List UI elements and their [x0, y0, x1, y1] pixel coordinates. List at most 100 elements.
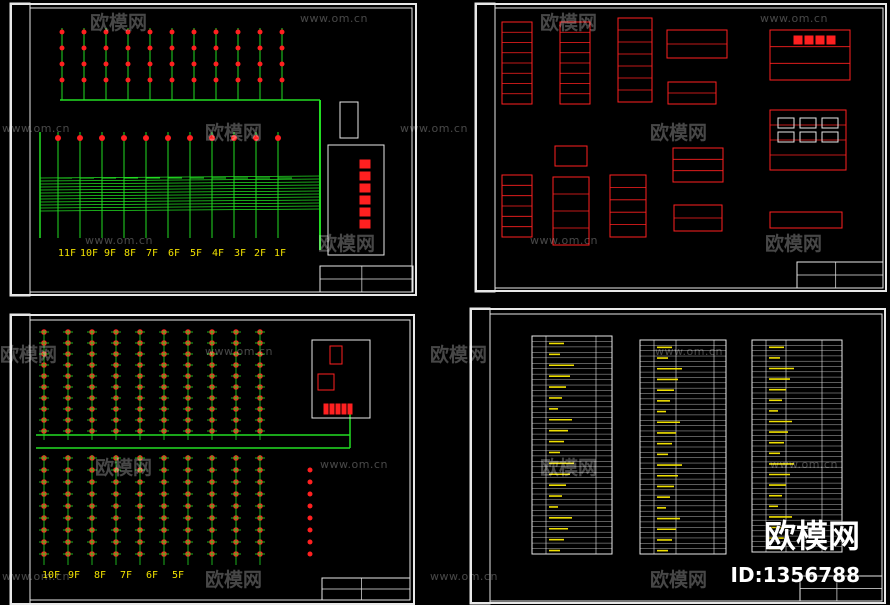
sheet-top-left: [10, 3, 417, 296]
device-symbol: [275, 135, 281, 141]
floor-label: 10F: [80, 248, 99, 259]
device-symbol: [59, 61, 65, 67]
panel-outline: [311, 339, 371, 419]
floor-label: 8F: [124, 248, 137, 259]
device-symbol: [125, 77, 131, 83]
floor-label: 5F: [172, 570, 185, 581]
breaker-symbol: [359, 207, 371, 217]
floor-label: 7F: [146, 248, 159, 259]
floor-label: 5F: [190, 248, 203, 259]
device-symbol: [125, 29, 131, 35]
binding-strip: [9, 2, 31, 297]
device-symbol: [147, 29, 153, 35]
device-symbol: [235, 77, 241, 83]
device-symbol: [253, 135, 259, 141]
device-symbol: [103, 61, 109, 67]
drawer-symbol: [777, 131, 795, 143]
device-symbol: [81, 77, 87, 83]
trunk-line: [39, 208, 321, 212]
trunk-line: [39, 184, 321, 188]
device-symbol: [307, 491, 313, 497]
floor-label: 6F: [146, 570, 159, 581]
floor-label: 9F: [104, 248, 117, 259]
floor-label: 1F: [274, 248, 287, 259]
device-symbol: [187, 135, 193, 141]
panel-part: [317, 373, 335, 391]
floor-label: 3F: [234, 248, 247, 259]
breaker-symbol: [335, 403, 341, 415]
device-symbol: [81, 29, 87, 35]
floor-label: 11F: [58, 248, 77, 259]
floor-label: 10F: [42, 570, 61, 581]
device-symbol: [257, 45, 263, 51]
trunk-line: [39, 202, 321, 206]
device-symbol: [125, 45, 131, 51]
brand-logo: 欧模网: [763, 517, 860, 555]
drawer-symbol: [826, 35, 836, 45]
floor-label: 4F: [212, 248, 225, 259]
sheet-bottom-right: [470, 308, 886, 604]
cabinet-outline: [672, 147, 724, 183]
device-symbol: [213, 61, 219, 67]
device-symbol: [81, 61, 87, 67]
binding-strip: [474, 2, 496, 293]
trunk-line: [39, 175, 321, 179]
breaker-symbol: [359, 159, 371, 169]
trunk-line: [39, 193, 321, 197]
cabinet-outline: [617, 17, 653, 103]
device-symbol: [147, 61, 153, 67]
device-symbol: [165, 135, 171, 141]
binding-strip: [469, 307, 491, 605]
device-symbol: [257, 29, 263, 35]
device-symbol: [103, 77, 109, 83]
device-symbol: [191, 77, 197, 83]
device-symbol: [169, 29, 175, 35]
drawer-symbol: [821, 117, 839, 129]
panel-part: [329, 345, 343, 365]
breaker-symbol: [359, 195, 371, 205]
floor-label: 9F: [68, 570, 81, 581]
cabinet-outline: [609, 174, 647, 238]
device-symbol: [99, 135, 105, 141]
device-symbol: [169, 77, 175, 83]
device-symbol: [59, 29, 65, 35]
drawer-symbol: [799, 131, 817, 143]
device-symbol: [307, 551, 313, 557]
device-symbol: [213, 77, 219, 83]
drawer-symbol: [804, 35, 814, 45]
device-symbol: [77, 135, 83, 141]
brand-id: ID:1356788: [730, 563, 860, 587]
trunk-line: [39, 178, 321, 182]
device-symbol: [307, 527, 313, 533]
trunk-line: [39, 196, 321, 200]
trunk-line: [39, 187, 321, 191]
device-symbol: [169, 61, 175, 67]
device-symbol: [81, 45, 87, 51]
breaker-symbol: [329, 403, 335, 415]
breaker-symbol: [359, 183, 371, 193]
device-symbol: [279, 29, 285, 35]
device-symbol: [213, 29, 219, 35]
device-symbol: [169, 45, 175, 51]
panel-outline: [327, 144, 385, 256]
device-symbol: [125, 61, 131, 67]
panel-outline: [339, 101, 359, 139]
breaker-symbol: [341, 403, 347, 415]
cabinet-outline: [554, 145, 588, 167]
device-symbol: [307, 539, 313, 545]
inner-frame: [29, 319, 411, 601]
drawer-symbol: [799, 117, 817, 129]
device-symbol: [279, 61, 285, 67]
binding-strip: [9, 313, 31, 605]
device-symbol: [307, 479, 313, 485]
cabinet-outline: [769, 29, 851, 81]
floor-label: 2F: [254, 248, 267, 259]
device-symbol: [209, 135, 215, 141]
trunk-line: [39, 205, 321, 209]
floor-label: 7F: [120, 570, 133, 581]
trunk-line: [39, 181, 321, 185]
device-symbol: [307, 503, 313, 509]
device-symbol: [235, 29, 241, 35]
sheet-top-right: [475, 3, 887, 292]
device-symbol: [257, 61, 263, 67]
